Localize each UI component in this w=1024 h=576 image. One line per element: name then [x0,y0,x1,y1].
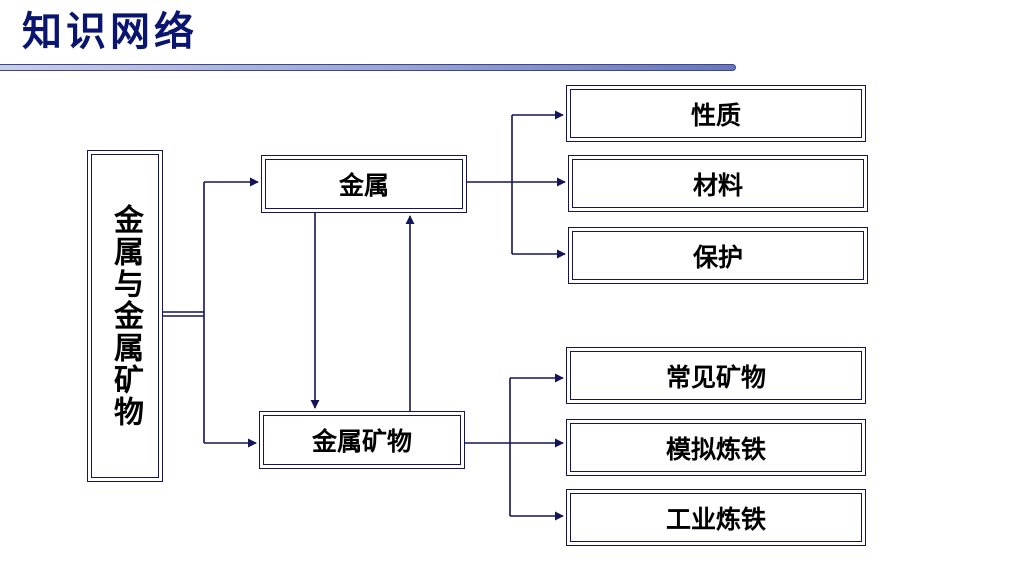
page-title: 知识网络 [22,8,198,55]
root-connector [163,177,259,448]
ore-node-label: 金属矿物 [311,427,412,456]
simulated-ironmaking-node: 模拟炼铁 [566,419,866,476]
protection-node: 保护 [568,227,868,284]
materials-node-label: 材料 [692,170,743,200]
materials-node: 材料 [568,155,868,212]
ore-node: 金属矿物 [259,411,465,469]
protection-node-label: 保护 [692,242,743,272]
properties-node-label: 性质 [690,100,741,130]
title-divider [0,64,736,71]
industrial-ironmaking-node-label: 工业炼铁 [665,504,766,534]
metal-node: 金属 [261,155,467,213]
metal-children-connector [467,110,566,259]
common-minerals-node: 常见矿物 [566,347,866,404]
common-minerals-node-label: 常见矿物 [665,362,766,392]
root-node-label: 金属与金属矿物 [108,204,143,428]
industrial-ironmaking-node: 工业炼铁 [566,489,866,546]
root-node: 金属与金属矿物 [87,150,163,482]
ore-children-connector [465,373,564,521]
simulated-ironmaking-node-label: 模拟炼铁 [665,434,766,464]
metal-node-label: 金属 [338,171,389,200]
properties-node: 性质 [566,85,866,142]
